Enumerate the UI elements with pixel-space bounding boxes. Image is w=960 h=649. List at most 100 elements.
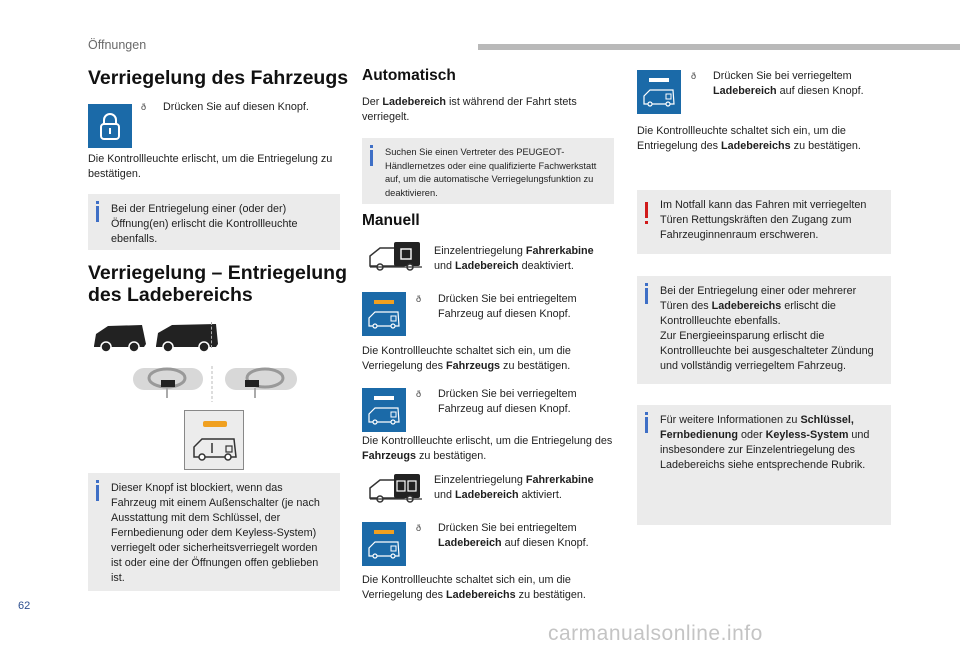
van-lock-icon [193,438,237,461]
press-locked-cargo: Drücken Sie bei verriegeltem Ladebereich… [691,69,887,99]
van-silhouettes-icon [94,324,218,353]
text-part: Die Kontrollleuchte erlischt, um die Ent… [362,435,613,447]
van-lock-icon [643,89,675,107]
text-bold: Fahrerkabine [525,245,594,257]
van-lock-icon [368,541,400,559]
single-unlock-activated: Einzelentriegelung Fahrerkabine und Ladeb… [434,473,614,503]
text-bold: Ladebereichs [721,140,791,152]
title-automatic: Automatisch [362,67,456,84]
steering-wheel-icon [133,366,297,402]
info-icon [370,145,373,166]
text-bold: Fahrerkabine [525,474,594,486]
text-part: auf diesen Knopf. [501,537,589,549]
cargo-button-icon [637,70,681,114]
text-part: Bei der Entriegelung einer oder mehrerer… [660,285,857,312]
info-icon [96,201,99,222]
text-part: Für weitere Informationen zu [660,414,801,426]
text-bold: Fahrzeugs [362,450,416,462]
text-part: deaktiviert. [518,260,574,272]
warning-icon [645,202,648,224]
text-part: Einzelentriegelung [434,474,526,486]
info-box-blocked: Dieser Knopf ist blockiert, wenn das Fah… [88,473,340,591]
indicator-light-icon [374,530,394,534]
warning-box: Im Notfall kann das Fahren mit verriegel… [637,190,891,254]
lock-cargo-confirm: Die Kontrollleuchte schaltet sich ein, u… [362,573,612,603]
info-box-unlock: Bei der Entriegelung einer (oder der) Öf… [88,194,340,250]
title-manual: Manuell [362,212,420,229]
text-bold: Ladebereich [382,96,447,108]
text-part: zu bestätigen. [790,140,861,152]
info-box-more: Für weitere Informationen zu Schlüssel, … [637,405,891,525]
text-part: Drücken Sie bei entriegeltem [438,522,577,534]
single-unlock-deactivated: Einzelentriegelung Fahrerkabine und Ladeb… [434,244,614,274]
text-part: Drücken Sie bei verriegeltem [713,70,852,82]
text-bold: Fahrzeugs [446,360,501,372]
text-part: Die Kontrollleuchte schaltet sich ein, u… [362,345,571,372]
automatic-text: Der Ladebereich ist während der Fahrt st… [362,95,612,125]
van-cargo-icon [369,474,422,503]
press-locked-vehicle: Drücken Sie bei verriegeltem Fahrzeug au… [416,387,612,417]
info-box-dealer: Suchen Sie einen Vertreter des PEUGEOT-H… [362,138,614,204]
text-bold: Ladebereich [438,537,502,549]
unlock-cargo-confirm: Die Kontrollleuchte schaltet sich ein, u… [637,124,887,154]
text-part: Die Kontrollleuchte schaltet sich ein, u… [637,125,846,152]
text-bold: Ladebereich [455,489,519,501]
text-part: oder [737,429,766,441]
text-bold: Schlüssel, Fernbedienung [660,414,854,441]
cargo-lock-button-illustration [184,410,244,470]
text-part: zu bestätigen. [500,360,571,372]
press-unlocked-vehicle: Drücken Sie bei entriegeltem Fahrzeug au… [416,292,612,322]
info-text: Für weitere Informationen zu Schlüssel, … [660,413,881,473]
header-bar [478,44,960,50]
van-lock-icon [368,311,400,329]
text-bold: Ladebereich [455,260,519,272]
unlock-vehicle-confirm: Die Kontrollleuchte erlischt, um die Ent… [362,434,618,464]
section-header: Öffnungen [88,38,147,52]
text-part: erlischt die Kontrollleuchte ebenfalls. [660,300,836,327]
info-text: Bei der Entriegelung einer oder mehrerer… [660,284,881,374]
info-text: Dieser Knopf ist blockiert, wenn das Fah… [111,482,320,584]
text-part: zu bestätigen. [416,450,487,462]
indicator-light-icon [374,396,394,400]
title-line-2: des Ladebereichs [88,284,253,306]
info-icon [645,412,648,433]
indicator-light-icon [649,78,669,82]
text-bold: Ladebereichs [711,300,782,312]
title-cargo-locking: Verriegelung – Entriegelung des Ladebere… [88,262,348,306]
title-line-1: Verriegelung – Entriegelung [88,262,347,284]
text-part: Die Kontrollleuchte schaltet sich ein, u… [362,574,571,601]
title-vehicle-locking: Verriegelung des Fahrzeugs [88,67,349,89]
divider [211,322,212,348]
van-cabin-icon [369,242,422,271]
warning-text: Im Notfall kann das Fahren mit verriegel… [660,199,867,241]
info-box-doors: Bei der Entriegelung einer oder mehrerer… [637,276,891,384]
van-lock-icon [368,407,400,425]
press-unlocked-cargo: Drücken Sie bei entriegeltem Ladebereich… [416,521,612,551]
info-text: Suchen Sie einen Vertreter des PEUGEOT-H… [385,147,597,198]
info-icon [96,480,99,501]
text-part: auf diesen Knopf. [776,85,864,97]
watermark: carmanualsonline.info [548,622,763,645]
text-part: Einzelentriegelung [434,245,526,257]
text-part: zu bestätigen. [515,589,586,601]
text-part: Zur Energieeinsparung erlischt die Kontr… [660,330,874,372]
indicator-text: Die Kontrollleuchte erlischt, um die Ent… [88,153,333,180]
cargo-button-icon [362,292,406,336]
text-bold: Ladebereichs [446,589,516,601]
text-part: ist während der Fahrt stets verriegelt. [362,96,577,123]
cargo-button-icon [362,388,406,432]
press-button-instruction: Drücken Sie auf diesen Knopf. [141,100,331,115]
text-bold: Keyless-System [765,429,849,441]
info-icon [645,283,648,304]
text-part: aktiviert. [518,489,562,501]
text-part: Der [362,96,383,108]
text-part: und [434,260,456,272]
cargo-button-icon [362,522,406,566]
indicator-light-icon [374,300,394,304]
info-text: Bei der Entriegelung einer (oder der) Öf… [111,203,298,245]
lock-button-icon [88,104,132,148]
indicator-light-icon [203,421,227,427]
text-part: und insbesondere zur Einzelentriegelung … [660,429,870,471]
text-bold: Ladebereich [713,85,777,97]
text-part: und [434,489,456,501]
